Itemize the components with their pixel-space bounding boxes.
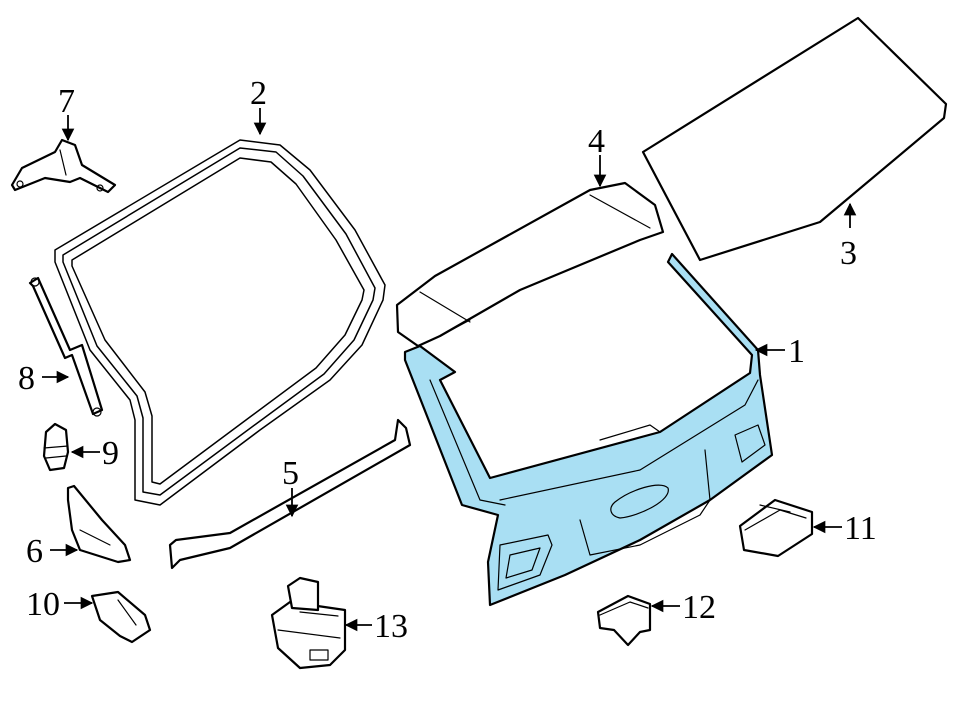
part-13-actuator[interactable] [270, 576, 347, 670]
callout-2: 2 [250, 75, 267, 112]
part-1-liftgate[interactable] [403, 252, 774, 607]
callout-9: 9 [102, 435, 119, 472]
part-2-weatherstrip[interactable] [54, 139, 386, 506]
callout-5: 5 [282, 455, 299, 492]
part-12-switch[interactable] [596, 594, 652, 647]
part-3-rear-glass[interactable] [641, 16, 948, 262]
callout-6: 6 [26, 533, 43, 570]
leader-lines [42, 108, 857, 632]
part-6-bracket[interactable] [66, 484, 132, 564]
part-4-spoiler[interactable] [395, 181, 665, 348]
callout-labels: 1 2 3 4 5 6 7 8 9 10 11 12 13 [18, 75, 877, 645]
callout-11: 11 [844, 510, 877, 547]
part-8-strut[interactable] [28, 276, 104, 417]
callout-8: 8 [18, 360, 35, 397]
callout-3: 3 [840, 235, 857, 272]
callout-12: 12 [682, 589, 716, 626]
part-9-ball-stud[interactable] [42, 422, 70, 472]
part-7-hinge[interactable] [10, 138, 117, 194]
part-5-molding[interactable] [168, 418, 412, 570]
callout-1: 1 [788, 333, 805, 370]
part-11-license-lamp[interactable] [738, 498, 814, 558]
callout-7: 7 [58, 83, 75, 120]
part-10-clip[interactable] [90, 590, 152, 644]
callout-13: 13 [374, 608, 408, 645]
callout-4: 4 [588, 123, 605, 160]
callout-10: 10 [26, 586, 60, 623]
